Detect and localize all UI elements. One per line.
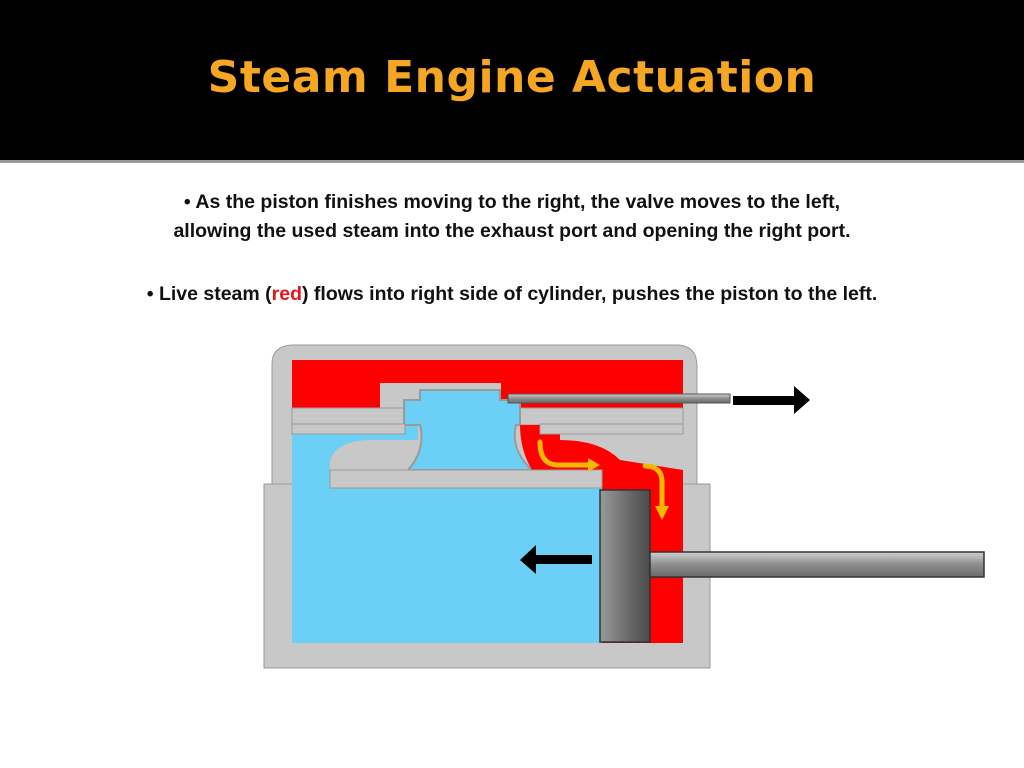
slide-title: Steam Engine Actuation <box>207 52 817 103</box>
steam-flow-arrow-2-head <box>655 506 669 520</box>
steam-flow-arrow-2 <box>642 463 665 511</box>
title-bar: Steam Engine Actuation <box>0 0 1024 160</box>
valve-rod <box>507 393 731 404</box>
bullet-2-text-after: ) flows into right side of cylinder, pus… <box>302 283 878 305</box>
slide-valve <box>403 389 535 471</box>
port-divider-wall <box>329 469 603 489</box>
bullet-point-1: • As the piston finishes moving to the r… <box>20 188 1004 246</box>
piston-motion-arrow-left <box>520 545 592 574</box>
bullet-1-line-1: As the piston finishes moving to the rig… <box>195 191 841 213</box>
piston <box>599 489 651 643</box>
cylinder-bottom-wall <box>292 643 683 652</box>
valve-seat-left-ledge <box>291 423 406 435</box>
right-steam-port <box>520 425 683 488</box>
title-divider <box>0 160 1024 166</box>
cylinder-exhaust-steam <box>292 488 602 643</box>
bullet-1-line-2: allowing the used steam into the exhaust… <box>173 220 851 242</box>
bullet-point-2: • Live steam (red) flows into right side… <box>20 280 1004 309</box>
bullet-2-text-before: Live steam ( <box>158 283 272 305</box>
left-steam-port <box>292 425 418 488</box>
piston-rod <box>649 551 985 578</box>
valve-motion-arrow-right <box>733 386 810 414</box>
bullet-marker: • <box>183 191 191 213</box>
bullet-2-highlight-red: red <box>271 283 303 305</box>
steam-flow-arrow-1 <box>537 439 591 468</box>
valve-seat-right-ledge <box>539 423 684 435</box>
steam-flow-arrow-1-head <box>588 458 600 472</box>
bullet-marker: • <box>146 283 154 305</box>
